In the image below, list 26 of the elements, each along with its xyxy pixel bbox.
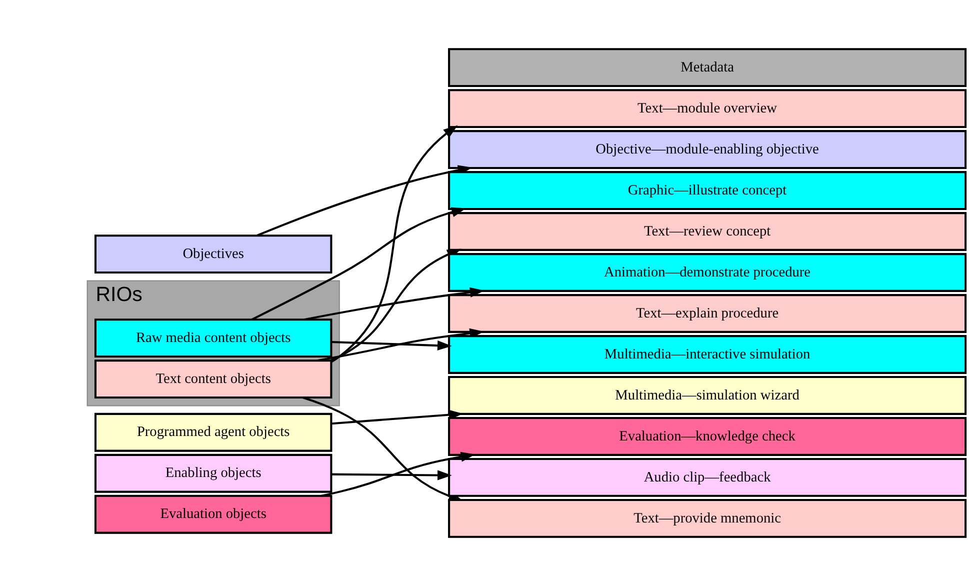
node-box: Enabling objects [94, 453, 332, 492]
node-box: Text—explain procedure [448, 294, 967, 332]
arrow [331, 340, 452, 350]
node-box: Text—review concept [448, 212, 967, 250]
arrow [316, 328, 484, 362]
node-box: Evaluation objects [94, 494, 332, 534]
node-box: Raw media content objects [94, 318, 332, 358]
node-box: Multimedia—interactive simulation [448, 334, 967, 374]
node-box: Text—module overview [448, 88, 967, 128]
arrow [304, 286, 484, 320]
arrow [251, 206, 466, 320]
arrow [331, 470, 452, 480]
node-box: Text content objects [94, 359, 332, 398]
arrow [321, 451, 476, 496]
node-box: Evaluation—knowledge check [448, 416, 967, 456]
node-box: Graphic—illustrate concept [448, 170, 967, 210]
node-box: Objectives [94, 234, 332, 274]
arrow [331, 409, 464, 424]
node-box: Text—provide mnemonic [448, 498, 967, 538]
node-box: Programmed agent objects [94, 412, 332, 452]
node-box: Animation—demonstrate procedure [448, 252, 967, 292]
arrow [330, 124, 458, 362]
node-box: Metadata [448, 48, 967, 87]
node-box: Objective—module-enabling objective [448, 130, 967, 168]
node-box: Audio clip—feedback [448, 458, 967, 496]
node-box: Multimedia—simulation wizard [448, 376, 967, 414]
